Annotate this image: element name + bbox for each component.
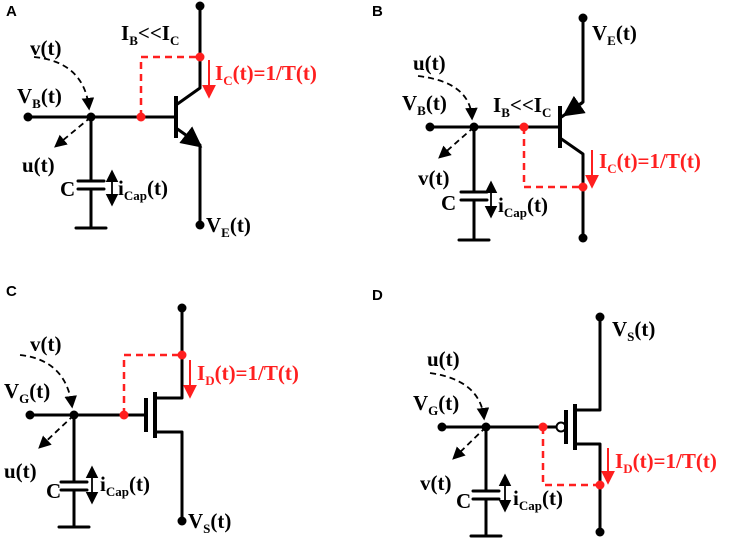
drain-wire bbox=[573, 442, 602, 534]
junction-node bbox=[481, 422, 491, 432]
collector-wire bbox=[174, 4, 202, 107]
inflow-label: v(t) bbox=[30, 36, 61, 60]
source-wire bbox=[573, 315, 602, 412]
outflow-arrow bbox=[452, 426, 487, 460]
current-sense-path bbox=[541, 427, 600, 487]
junction-node bbox=[86, 112, 96, 122]
outflow-label: v(t) bbox=[420, 471, 451, 495]
drain-terminal bbox=[595, 527, 605, 537]
emitter-terminal bbox=[195, 220, 205, 230]
capacitor-label: C bbox=[46, 479, 61, 503]
panel-a-letter: A bbox=[6, 3, 17, 20]
inflow-arrow bbox=[33, 56, 95, 111]
bias-relation-label: IB<<IC bbox=[493, 93, 551, 120]
collector-current-label: IC(t)=1/T(t) bbox=[599, 149, 701, 176]
outflow-arrow bbox=[38, 414, 75, 449]
capacitor-label: C bbox=[60, 177, 75, 201]
outflow-arrow bbox=[54, 116, 92, 148]
current-sense-path bbox=[122, 353, 182, 415]
inflow-label: v(t) bbox=[30, 332, 61, 356]
input-terminal bbox=[23, 112, 33, 122]
base-sense-node bbox=[136, 112, 146, 122]
collector-wire bbox=[558, 136, 585, 240]
junction-node bbox=[69, 410, 79, 420]
current-sense-path bbox=[522, 127, 583, 189]
collector-terminal bbox=[578, 233, 588, 243]
collector-terminal bbox=[195, 1, 205, 11]
panel-c-letter: C bbox=[6, 283, 17, 300]
inflow-label: u(t) bbox=[427, 347, 460, 371]
current-sense-path bbox=[139, 55, 200, 117]
cap-current-label: iCap(t) bbox=[513, 486, 563, 513]
panel-a: A v(t) VB(t) u(t) C iCap(t) IB<<IC IC bbox=[6, 1, 317, 240]
panel-c: C v(t) VG(t) u(t) C iCap(t) ID(t)=1/T(t)… bbox=[4, 283, 299, 536]
base-sense-node bbox=[519, 122, 529, 132]
rail-voltage-label: VE(t) bbox=[592, 21, 637, 48]
emitter-arrow bbox=[562, 95, 586, 117]
drain-current-label: ID(t)=1/T(t) bbox=[197, 361, 299, 388]
panel-b-letter: B bbox=[372, 3, 383, 20]
drain-sense-node bbox=[177, 350, 187, 360]
emitter-terminal bbox=[578, 13, 588, 23]
panel-d-letter: D bbox=[372, 287, 383, 304]
source-wire bbox=[153, 430, 184, 523]
input-voltage-label: VG(t) bbox=[413, 391, 459, 418]
capacitor-label: C bbox=[456, 489, 471, 513]
rail-voltage-label: VS(t) bbox=[188, 509, 231, 536]
input-voltage-label: VG(t) bbox=[4, 379, 50, 406]
input-terminal bbox=[437, 422, 447, 432]
collector-sense-node bbox=[195, 52, 205, 62]
collector-current-label: IC(t)=1/T(t) bbox=[215, 61, 317, 88]
drain-current-label: ID(t)=1/T(t) bbox=[615, 449, 717, 476]
panel-d: D u(t) VG(t) v(t) C iCap(t) ID(t)=1/T(t)… bbox=[372, 287, 717, 538]
capacitor-label: C bbox=[441, 191, 456, 215]
outflow-label: u(t) bbox=[22, 153, 55, 177]
input-terminal bbox=[25, 410, 35, 420]
rail-voltage-label: VS(t) bbox=[612, 317, 655, 344]
cap-current-label: iCap(t) bbox=[100, 472, 150, 499]
outflow-arrow bbox=[438, 126, 475, 159]
emitter-arrow bbox=[179, 126, 203, 148]
input-voltage-label: VB(t) bbox=[17, 84, 62, 111]
source-terminal bbox=[177, 516, 187, 526]
inflow-arrow bbox=[417, 75, 478, 121]
junction-node bbox=[469, 122, 479, 132]
input-voltage-label: VB(t) bbox=[402, 91, 447, 118]
outflow-label: u(t) bbox=[4, 459, 37, 483]
outflow-label: v(t) bbox=[418, 166, 449, 190]
panel-b: B u(t) VB(t) v(t) C iCap(t) IB<<IC IC(t)… bbox=[372, 3, 701, 243]
drain-terminal bbox=[177, 303, 187, 313]
gate-sense-node bbox=[538, 422, 548, 432]
inflow-arrow bbox=[19, 354, 77, 409]
cap-current-label: iCap(t) bbox=[118, 176, 168, 203]
gate-sense-node bbox=[119, 410, 129, 420]
bias-relation-label: IB<<IC bbox=[121, 21, 179, 48]
inflow-arrow bbox=[429, 372, 490, 421]
drain-sense-node bbox=[595, 480, 605, 490]
cap-current-label: iCap(t) bbox=[498, 193, 548, 220]
rail-voltage-label: VE(t) bbox=[206, 213, 251, 240]
drain-wire bbox=[153, 306, 184, 400]
collector-sense-node bbox=[578, 182, 588, 192]
inflow-label: u(t) bbox=[413, 51, 446, 75]
input-terminal bbox=[425, 122, 435, 132]
source-terminal bbox=[595, 312, 605, 322]
